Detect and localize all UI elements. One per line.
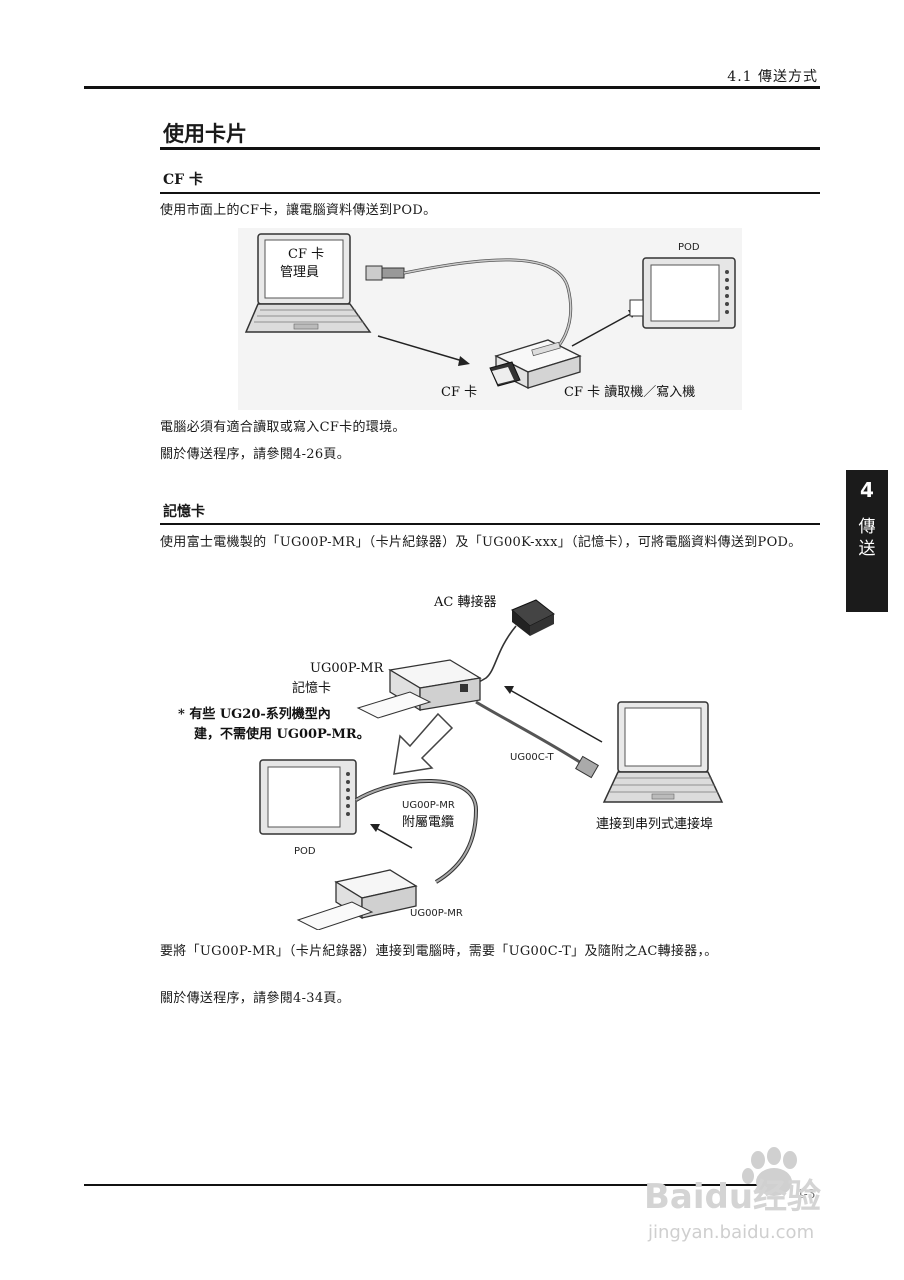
baidu-watermark: Baidu经验 jingyan.baidu.com [644,1147,821,1243]
pod-icon [629,257,736,329]
page-number: 4-3 [796,1187,816,1201]
watermark-url: jingyan.baidu.com [647,1222,814,1243]
ac-adapter-label: AC 轉接器 [433,594,496,610]
mr-bottom-label: UG00P-MR [410,908,463,919]
chapter-number: 4 [860,478,874,502]
paw-icon [742,1147,797,1196]
ug20-note-1: * 有些 UG20-系列機型內 [178,706,331,722]
title-rule [160,147,820,150]
watermark-text: Baidu经验 [644,1177,821,1217]
cf-note-2: 關於傳送程序，請參閱4-26頁。 [160,447,351,462]
chapter-text-1: 傳 [858,517,876,537]
ug20-note-2: 建，不需使用 UG00P-MR。 [194,726,370,742]
attached-cable-label: 附屬電纜 [402,814,454,830]
card-recorder-icon [356,659,482,719]
cf-pc-label-2: 管理員 [280,265,319,280]
cf-heading: CF 卡 [163,172,203,188]
cf-pc-label-1: CF 卡 [288,247,324,262]
attached-cable-label-top: UG00P-MR [402,800,455,811]
cf-reader-label: CF 卡 讀取機／寫入機 [564,384,695,400]
cf-heading-rule [160,192,820,194]
card-recorder-icon-2 [296,869,418,930]
laptop-icon-2 [602,701,724,803]
header-rule [84,86,820,89]
cf-note-1: 電腦必須有適合讀取或寫入CF卡的環境。 [160,420,406,435]
memory-card-label: 記憶卡 [292,680,331,696]
ac-adapter-icon [511,599,555,636]
memory-diagram: AC 轉接器 UG00P-MR 記憶卡 * 有些 UG20-系列機型內 建，不需… [178,594,724,930]
mr-label: UG00P-MR [310,661,385,676]
pod-icon-2 [259,759,357,835]
chapter-text-2: 送 [858,539,876,559]
ug00c-t-label: UG00C-T [510,752,554,763]
memory-pod-label: POD [294,846,316,857]
laptop-icon [244,233,372,333]
chapter-tab: 4 傳 送 [846,470,888,612]
memory-heading-rule [160,523,820,525]
header-section-title: 4.1 傳送方式 [727,69,818,85]
footer-rule [84,1184,784,1186]
cf-pod-label: POD [678,242,700,253]
cf-intro: 使用市面上的CF卡，讓電腦資料傳送到POD。 [160,203,437,218]
cf-card-icon [489,361,521,387]
serial-port-label: 連接到串列式連接埠 [596,816,713,832]
cf-card-label: CF 卡 [441,385,477,400]
memory-intro: 使用富士電機製的「UG00P-MR」（卡片紀錄器）及「UG00K-xxx」（記憶… [160,535,802,550]
usb-plug-icon [365,265,405,281]
memory-note-1: 要將「UG00P-MR」（卡片紀錄器）連接到電腦時，需要「UG00C-T」及隨附… [160,944,718,959]
cf-diagram: CF 卡 管理員 POD CF 卡 CF 卡 讀取機／寫入機 [238,228,742,410]
memory-heading: 記憶卡 [163,504,205,520]
page-title: 使用卡片 [163,122,247,146]
memory-note-2: 關於傳送程序，請參閱4-34頁。 [160,991,351,1006]
